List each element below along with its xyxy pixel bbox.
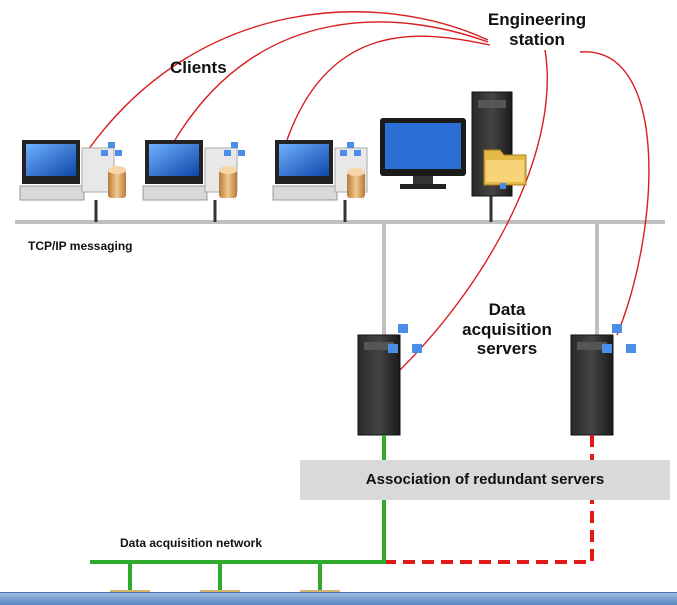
engineering-station bbox=[380, 91, 527, 197]
engineering-config-links bbox=[87, 11, 650, 371]
bottom-band bbox=[0, 592, 677, 605]
folder-icon bbox=[483, 149, 527, 189]
data-acquisition-servers-label: Data acquisition servers bbox=[462, 300, 552, 359]
server-primary bbox=[357, 324, 422, 436]
client-computer-3 bbox=[272, 140, 368, 201]
tcpip-messaging-label: TCP/IP messaging bbox=[28, 239, 133, 253]
tcpip-network-lines bbox=[15, 195, 665, 338]
client-computer-1 bbox=[19, 140, 126, 201]
server-redundant bbox=[570, 324, 636, 436]
client-computer-2 bbox=[142, 140, 245, 201]
association-box: Association of redundant servers bbox=[300, 460, 670, 500]
data-acquisition-network-label: Data acquisition network bbox=[120, 536, 263, 550]
data-acquisition-network bbox=[90, 435, 386, 592]
clients-label: Clients bbox=[170, 58, 227, 77]
association-label: Association of redundant servers bbox=[365, 471, 605, 488]
monitor-icon bbox=[380, 118, 466, 189]
engineering-station-label: Engineering station bbox=[487, 10, 587, 49]
